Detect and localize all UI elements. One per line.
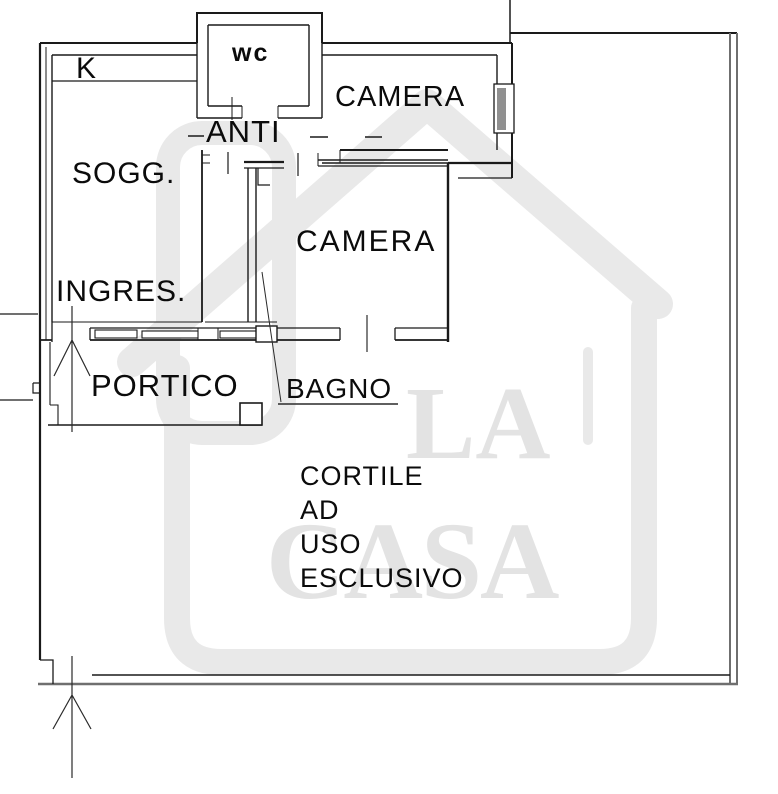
ingresso-window-2 [141, 330, 199, 339]
entry-arrows [52, 306, 92, 778]
courtyard-label-line-2: AD [300, 495, 340, 525]
bagno-wall-pillar [255, 325, 278, 343]
room-label-soggiorno: SOGG. [72, 157, 176, 190]
courtyard-label: CORTILE AD USO ESCLUSIVO [300, 459, 464, 595]
room-label-camera-top: CAMERA [335, 81, 466, 113]
room-label-camera-mid: CAMERA [296, 225, 437, 258]
anti-door-ticks [227, 152, 299, 176]
room-label-bagno: BAGNO [286, 373, 393, 404]
courtyard-label-line-3: USO [300, 529, 362, 559]
room-label-anti: ANTI [206, 114, 281, 149]
watermark-house-logo: LA CASA [117, 89, 673, 675]
portico-structure [48, 342, 263, 426]
portico-entry-arrow [53, 306, 91, 432]
room-label-ingresso: INGRES. [56, 275, 187, 308]
watermark-text-la: LA [406, 366, 550, 481]
ingresso-window-3 [219, 330, 259, 339]
portico-pillar [239, 402, 263, 426]
watermark-text-casa: CASA [266, 500, 559, 622]
room-label-portico: PORTICO [91, 368, 239, 403]
watermark-roof [117, 89, 673, 377]
anti-door-dashes [188, 135, 382, 138]
watermark-body [164, 295, 657, 675]
room-label-kitchen: K [76, 52, 98, 85]
room-label-wc: wc [232, 39, 270, 67]
camera1-window-shade [497, 88, 506, 130]
gate-entry-arrow [52, 656, 92, 778]
lot-boundary [0, 0, 738, 686]
watermark-window [156, 121, 296, 445]
courtyard-label-line-1: CORTILE [300, 461, 424, 491]
bagno-leader [261, 271, 398, 405]
courtyard-label-line-4: ESCLUSIVO [300, 563, 464, 593]
ingresso-window-1 [94, 329, 138, 339]
